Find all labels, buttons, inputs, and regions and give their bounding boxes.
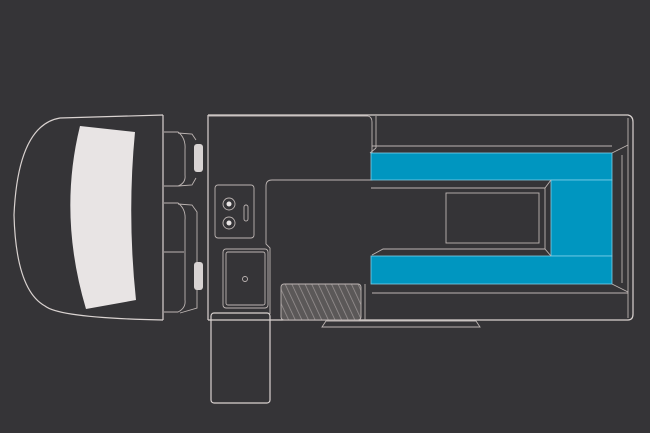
front-seats — [164, 131, 203, 314]
fold-out-table — [210, 312, 271, 404]
bed-seating — [370, 152, 613, 285]
burner-icon — [222, 216, 236, 230]
cooktop — [214, 184, 255, 239]
van-body — [207, 114, 634, 321]
drain-icon — [242, 276, 248, 282]
sink — [222, 248, 269, 309]
armrest — [194, 144, 203, 172]
armrest — [194, 262, 203, 290]
burner-icon — [222, 197, 236, 211]
cab — [13, 114, 164, 321]
windshield — [70, 126, 136, 309]
table — [445, 192, 540, 244]
hatched-step — [280, 283, 362, 321]
bed-cushion-top — [370, 152, 613, 181]
bed-cushion-right — [550, 179, 613, 257]
entry-step — [321, 320, 481, 328]
bed-cushion-bottom — [370, 255, 613, 285]
